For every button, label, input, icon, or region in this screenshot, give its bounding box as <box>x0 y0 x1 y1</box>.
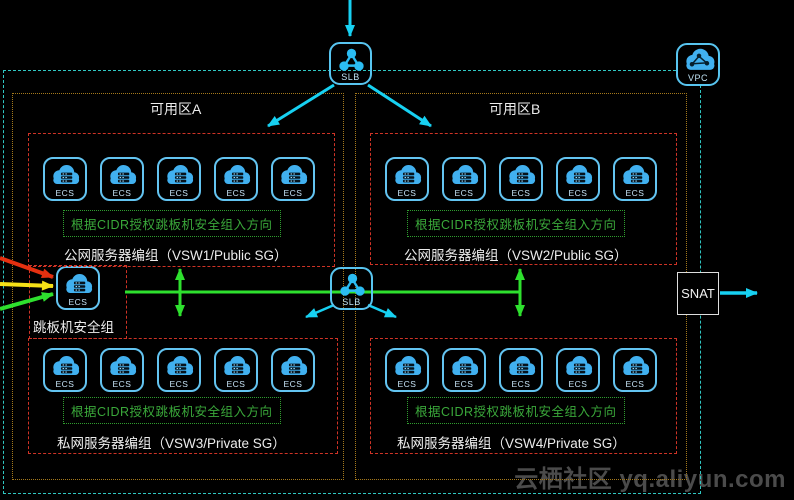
ecs-label: ECS <box>625 379 645 389</box>
ecs-label: ECS <box>55 188 75 198</box>
ecs-label: ECS <box>283 188 303 198</box>
ecs-icon: ECS <box>100 348 144 392</box>
ecs-label: ECS <box>169 379 189 389</box>
zone-a-private-sg-box <box>28 338 338 454</box>
zone-a-private-group-label: 私网服务器编组（VSW3/Private SG） <box>57 436 286 451</box>
jumpbox-ecs-icon: ECS <box>56 266 100 310</box>
ecs-label: ECS <box>226 379 246 389</box>
snat-box: SNAT <box>677 272 719 315</box>
ecs-icon: ECS <box>442 348 486 392</box>
ecs-icon: ECS <box>385 157 429 201</box>
ecs-icon: ECS <box>214 348 258 392</box>
ecs-icon: ECS <box>499 157 543 201</box>
ecs-label: ECS <box>511 188 531 198</box>
ecs-label: ECS <box>55 379 75 389</box>
ecs-label: ECS <box>112 379 132 389</box>
ecs-label: ECS <box>568 379 588 389</box>
ecs-icon: ECS <box>157 348 201 392</box>
ecs-icon: ECS <box>556 348 600 392</box>
zone-b-private-ecs-row: ECS ECS ECS ECS ECS <box>385 348 657 392</box>
zone-a-private-ecs-row: ECS ECS ECS ECS ECS <box>43 348 315 392</box>
ecs-icon: ECS <box>442 157 486 201</box>
ecs-label: ECS <box>568 188 588 198</box>
ecs-icon: ECS <box>271 157 315 201</box>
ecs-icon: ECS <box>214 157 258 201</box>
ecs-label: ECS <box>511 379 531 389</box>
ecs-icon: ECS <box>613 348 657 392</box>
zone-b-public-cidr-note: 根据CIDR授权跳板机安全组入方向 <box>407 210 625 237</box>
zone-a-public-cidr-note: 根据CIDR授权跳板机安全组入方向 <box>63 210 281 237</box>
zone-b-title: 可用区B <box>489 101 541 117</box>
ecs-label: ECS <box>283 379 303 389</box>
ecs-label: ECS <box>454 188 474 198</box>
ecs-label: ECS <box>397 188 417 198</box>
ecs-label: ECS <box>625 188 645 198</box>
zone-a-private-cidr-note: 根据CIDR授权跳板机安全组入方向 <box>63 397 281 424</box>
slb-label: SLB <box>341 72 360 82</box>
zone-b-public-sg-box <box>370 133 677 265</box>
ecs-icon: ECS <box>499 348 543 392</box>
ecs-label: ECS <box>169 188 189 198</box>
jumpbox-sg-label: 跳板机安全组 <box>33 320 114 335</box>
ecs-label: ECS <box>112 188 132 198</box>
zone-a-public-sg-box <box>28 133 335 267</box>
ecs-icon: ECS <box>385 348 429 392</box>
ecs-icon: ECS <box>271 348 315 392</box>
zone-b-private-sg-box <box>370 338 677 454</box>
slb-label: SLB <box>342 297 361 307</box>
zone-a-title: 可用区A <box>150 101 202 117</box>
slb-icon: SLB <box>329 42 372 85</box>
ecs-label: ECS <box>397 379 417 389</box>
ecs-icon: ECS <box>157 157 201 201</box>
zone-a-public-group-label: 公网服务器编组（VSW1/Public SG） <box>64 248 288 263</box>
vpc-label: VPC <box>687 73 708 83</box>
internal-slb-icon: SLB <box>330 267 373 310</box>
ecs-icon: ECS <box>613 157 657 201</box>
ecs-icon: ECS <box>100 157 144 201</box>
snat-label: SNAT <box>681 286 715 301</box>
zone-b-private-group-label: 私网服务器编组（VSW4/Private SG） <box>397 436 626 451</box>
zone-b-public-group-label: 公网服务器编组（VSW2/Public SG） <box>404 248 628 263</box>
ecs-icon: ECS <box>43 157 87 201</box>
ecs-icon: ECS <box>43 348 87 392</box>
ecs-label: ECS <box>68 297 88 307</box>
zone-b-public-ecs-row: ECS ECS ECS ECS ECS <box>385 157 657 201</box>
ecs-icon: ECS <box>556 157 600 201</box>
zone-a-public-ecs-row: ECS ECS ECS ECS ECS <box>43 157 315 201</box>
ecs-label: ECS <box>226 188 246 198</box>
zone-b-private-cidr-note: 根据CIDR授权跳板机安全组入方向 <box>407 397 625 424</box>
vpc-icon: VPC <box>676 43 720 86</box>
ecs-label: ECS <box>454 379 474 389</box>
